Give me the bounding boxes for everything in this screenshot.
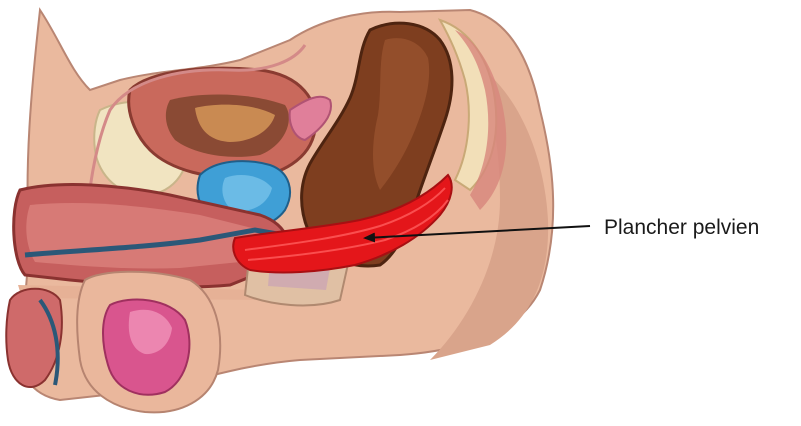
pelvic-floor-label: Plancher pelvien	[604, 216, 759, 240]
